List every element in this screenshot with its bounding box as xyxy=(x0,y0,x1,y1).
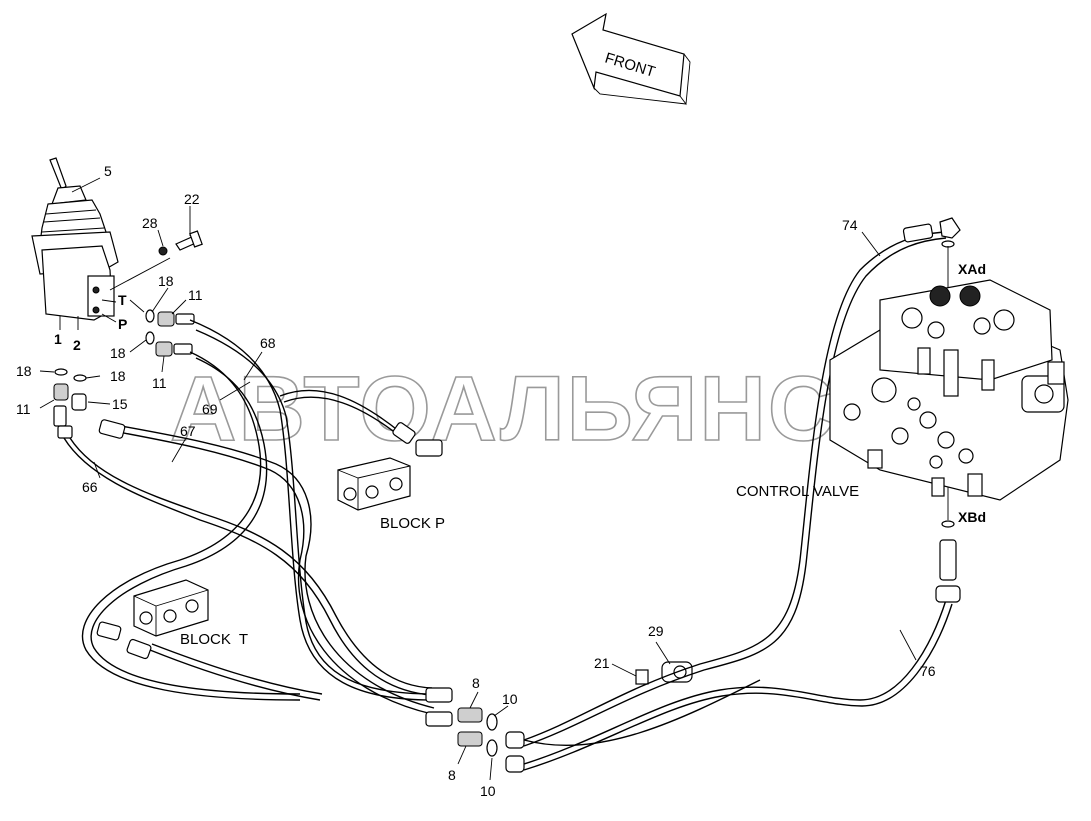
callout-8-top: 8 xyxy=(472,675,480,691)
hoses-control-valve xyxy=(523,231,953,771)
callout-29: 29 xyxy=(648,623,664,639)
callout-21: 21 xyxy=(594,655,610,671)
port-2-label: 2 xyxy=(73,337,81,353)
port-xbd-label: XBd xyxy=(958,509,986,525)
port-1-label: 1 xyxy=(54,331,62,347)
callout-11-top: 11 xyxy=(188,287,203,303)
callout-15: 15 xyxy=(112,396,128,412)
callout-66: 66 xyxy=(82,479,98,495)
hoses-joystick xyxy=(63,319,435,715)
joystick-assembly xyxy=(31,157,119,330)
callout-11-mid: 11 xyxy=(152,375,167,391)
bolt-22 xyxy=(175,230,203,251)
block-p-label: BLOCK P xyxy=(380,515,445,532)
callout-69: 69 xyxy=(202,401,218,417)
callout-22: 22 xyxy=(184,191,200,207)
control-valve-label: CONTROL VALVE xyxy=(736,483,859,500)
callout-18-right: 18 xyxy=(110,368,126,384)
callout-10-bottom: 10 xyxy=(480,783,496,799)
leader-lines xyxy=(39,177,917,781)
front-arrow: FRONT xyxy=(571,12,691,106)
callout-28: 28 xyxy=(142,215,158,231)
callout-67: 67 xyxy=(180,423,196,439)
washer-28 xyxy=(158,246,168,256)
callout-10-top: 10 xyxy=(502,691,518,707)
callout-74: 74 xyxy=(842,217,858,233)
control-valve-body xyxy=(829,279,1069,501)
block-t-label: BLOCK T xyxy=(180,631,248,648)
port-xad-label: XAd xyxy=(958,261,986,277)
callout-76: 76 xyxy=(920,663,936,679)
hose-end-fittings xyxy=(96,419,525,773)
callout-labels: 5 22 28 18 11 T P 18 11 1 2 18 18 11 15 … xyxy=(16,163,986,799)
port-fittings xyxy=(53,309,195,439)
clamp-29 xyxy=(635,661,693,685)
watermark: АВТОАЛЬЯНС xyxy=(170,358,836,460)
port-p-label: P xyxy=(118,316,127,332)
callout-18-top: 18 xyxy=(158,273,174,289)
callout-8-bottom: 8 xyxy=(448,767,456,783)
callout-18-left: 18 xyxy=(16,363,32,379)
callout-5: 5 xyxy=(104,163,112,179)
callout-18-mid: 18 xyxy=(110,345,126,361)
port-t-label: T xyxy=(118,292,127,308)
callout-68: 68 xyxy=(260,335,276,351)
block-t xyxy=(133,579,209,637)
callout-11-left: 11 xyxy=(16,401,31,417)
block-p xyxy=(337,457,411,511)
